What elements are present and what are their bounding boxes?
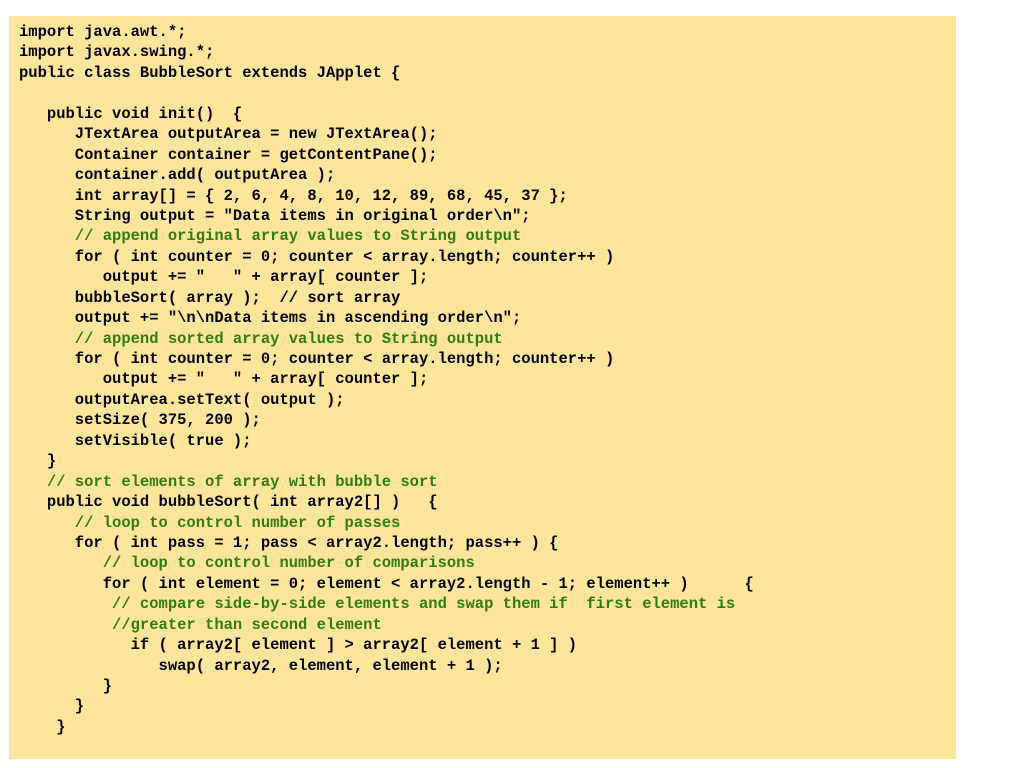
code-line: if ( array2[ element ] > array2[ element… bbox=[19, 636, 578, 655]
code-comment-line: // loop to control number of comparisons bbox=[19, 554, 475, 573]
code-line: outputArea.setText( output ); bbox=[19, 390, 345, 409]
code-listing: import java.awt.*;import javax.swing.*;p… bbox=[19, 22, 754, 737]
code-comment-line: // append original array values to Strin… bbox=[19, 227, 522, 246]
code-line: swap( array2, element, element + 1 ); bbox=[19, 656, 503, 675]
code-comment-line: // compare side-by-side elements and swa… bbox=[19, 595, 736, 614]
code-comment-line: // append sorted array values to String … bbox=[19, 329, 503, 348]
code-line: JTextArea outputArea = new JTextArea(); bbox=[19, 125, 438, 144]
code-line: bubbleSort( array ); // sort array bbox=[19, 288, 401, 307]
code-line: import java.awt.*; bbox=[19, 23, 187, 41]
code-line: String output = "Data items in original … bbox=[19, 206, 531, 225]
code-line: int array[] = { 2, 6, 4, 8, 10, 12, 89, … bbox=[19, 186, 568, 205]
code-line: container.add( outputArea ); bbox=[19, 166, 336, 185]
code-comment-line: // loop to control number of passes bbox=[19, 513, 401, 532]
code-line: } bbox=[19, 697, 85, 716]
code-line: Container container = getContentPane(); bbox=[19, 145, 438, 164]
code-line: setSize( 375, 200 ); bbox=[19, 411, 261, 430]
code-line: public void init() { bbox=[19, 104, 243, 123]
code-panel: import java.awt.*;import javax.swing.*;p… bbox=[9, 16, 956, 759]
code-line bbox=[19, 83, 754, 103]
code-line: for ( int pass = 1; pass < array2.length… bbox=[19, 533, 559, 552]
code-line: } bbox=[19, 677, 113, 695]
code-line: for ( int counter = 0; counter < array.l… bbox=[19, 247, 615, 266]
code-line: } bbox=[19, 717, 66, 736]
code-line: output += "\n\nData items in ascending o… bbox=[19, 309, 522, 328]
code-line: } bbox=[19, 452, 57, 471]
code-line: public void bubbleSort( int array2[] ) { bbox=[19, 493, 438, 512]
code-line: setVisible( true ); bbox=[19, 431, 252, 450]
code-line: public class BubbleSort extends JApplet … bbox=[19, 63, 401, 82]
code-line: output += " " + array[ counter ]; bbox=[19, 268, 429, 287]
code-comment-line: //greater than second element bbox=[19, 615, 382, 634]
code-line: for ( int counter = 0; counter < array.l… bbox=[19, 350, 615, 368]
code-line: output += " " + array[ counter ]; bbox=[19, 370, 429, 389]
code-line: for ( int element = 0; element < array2.… bbox=[19, 574, 754, 593]
code-line: import javax.swing.*; bbox=[19, 43, 215, 62]
code-comment-line: // sort elements of array with bubble so… bbox=[19, 472, 438, 491]
